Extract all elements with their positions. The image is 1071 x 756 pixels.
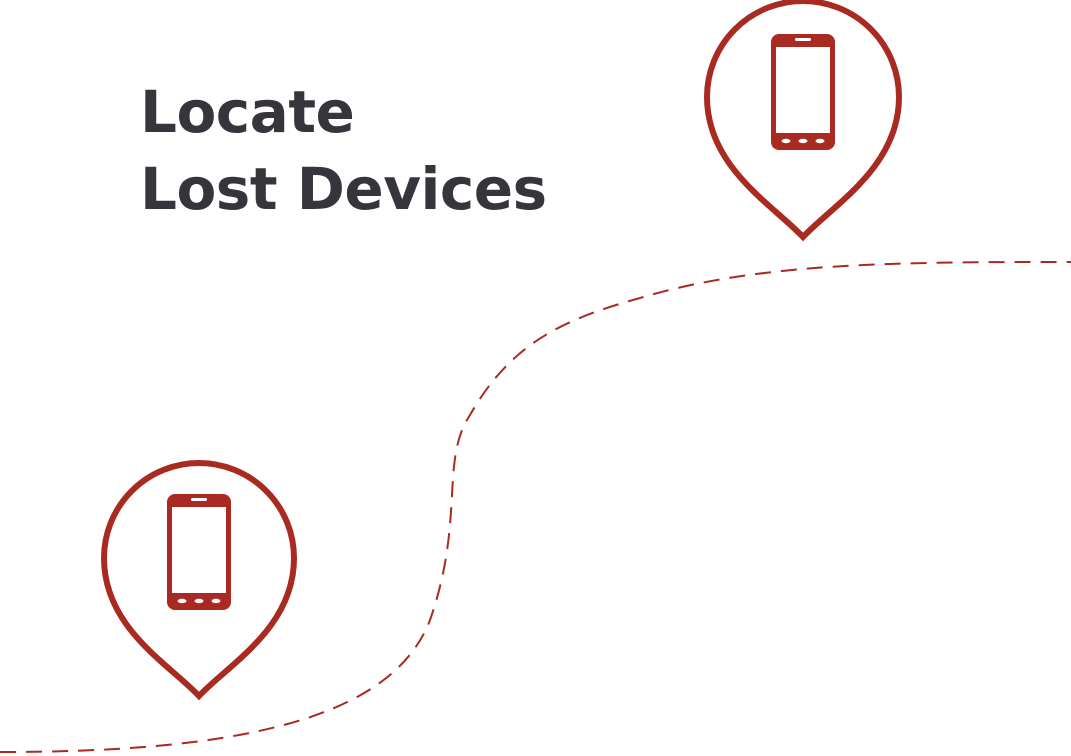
title-line-1: Locate: [140, 78, 355, 146]
page-title: Locate Lost Devices: [140, 74, 547, 228]
smartphone-icon: [771, 34, 835, 150]
location-pin-icon: [703, 0, 903, 242]
smartphone-icon: [167, 494, 231, 610]
dashed-route-path: [0, 261, 1071, 753]
title-line-2: Lost Devices: [140, 155, 547, 223]
location-pin-icon: [100, 460, 298, 701]
